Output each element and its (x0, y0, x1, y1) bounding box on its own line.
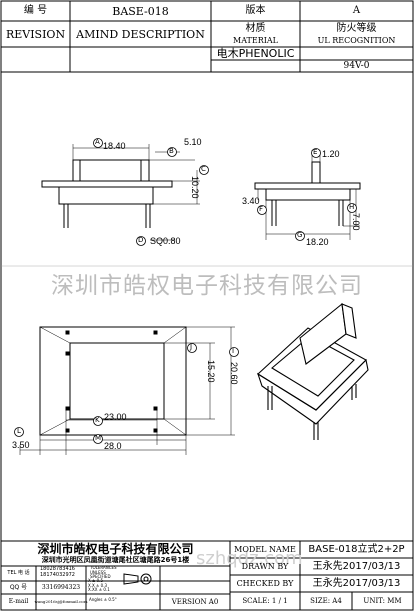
tolerance-line-1: TOLERANCES (90, 565, 117, 570)
dim-letter-d: D (138, 236, 144, 244)
company-address: 深圳市光明区凤凰街道塘尾社区塘尾路26号1楼 (41, 556, 190, 564)
model-name-label: MODEL NAME (234, 544, 296, 554)
dim-letter-l: L (17, 427, 21, 435)
dim-b-value: 5.10 (184, 137, 202, 147)
dim-letter-c: C (201, 165, 206, 173)
dim-letter-h: H (349, 203, 355, 211)
tel-label: TEL 电 话 (7, 570, 30, 576)
dim-letter-i: I (232, 347, 235, 355)
tolerance-values: X ± 0.5 X.X ± 0.3 X.XX ± 0.1 (88, 578, 110, 593)
version-label: 版本 (245, 5, 266, 16)
unit-label: UNIT: MM (363, 596, 402, 605)
checked-by-value: 王永先2017/03/13 (312, 577, 401, 589)
code-label: 编 号 (23, 5, 48, 16)
scale-label: SCALE: 1 / 1 (242, 596, 288, 605)
watermark-url: szhqdz.com (196, 548, 303, 569)
dim-c-value: 10.20 (190, 176, 200, 199)
dim-a-value: 18.40 (103, 141, 126, 151)
email-label: E-mail (8, 598, 29, 605)
drawn-by-label: DRAWN BY (241, 561, 289, 571)
title-block-lines (1, 540, 413, 610)
dim-letter-m: M (95, 434, 102, 442)
checked-by-label: CHECKED BY (236, 578, 294, 588)
dim-letter-f: F (259, 205, 264, 213)
revision-label: REVISION (5, 27, 66, 41)
version-a0-label: VERSION A0 (171, 597, 219, 606)
drawn-by-value: 王永先2017/03/13 (312, 560, 401, 572)
code-value: BASE-018 (112, 4, 169, 18)
tolerance-value-2: X.X ± 0.3 (88, 582, 108, 588)
material-value: 电木PHENOLIC (216, 47, 295, 60)
isometric-view (256, 302, 369, 440)
dim-e-value: 1.20 (322, 149, 340, 159)
dim-d-value: SQ0.80 (150, 236, 181, 246)
tolerance-line-3: SPECIFIED (90, 574, 111, 580)
dim-j-value: 15.20 (206, 360, 216, 383)
material-en-label: MATERIAL (233, 36, 278, 45)
amind-label: AMIND DESCRIPTION (76, 27, 205, 41)
model-name-value: BASE-018立式2+2P (308, 543, 405, 555)
fire-en-label: UL RECOGNITION (317, 36, 396, 45)
tel-values: 18028783416 18174032972 (40, 566, 75, 579)
dim-letter-g: G (297, 231, 303, 239)
dim-i-value: 20.60 (229, 362, 239, 385)
dim-letter-a: A (95, 138, 100, 146)
front-view (41, 144, 200, 241)
dim-m-value: 28.0 (104, 441, 122, 451)
tolerance-angles: Angles ± 0.5° (89, 597, 117, 602)
qq-label: QQ 号 (9, 583, 28, 591)
tolerance-line-2: UNLESS (90, 569, 106, 575)
dim-letter-k: K (95, 416, 100, 424)
drawing-frame (0, 71, 414, 611)
dim-letter-j: J (190, 343, 193, 351)
version-value: A (352, 5, 361, 16)
fire-value: 94V-0 (343, 60, 370, 71)
dim-k-value: 23.00 (104, 412, 127, 422)
tolerance-value-3: X.XX ± 0.1 (88, 587, 110, 593)
email-value: wang2016sj@foxmail.com (34, 599, 88, 604)
tel-value-2: 18174032972 (40, 571, 75, 578)
dim-g-value: 18.20 (306, 237, 329, 247)
dim-letter-e: E (313, 148, 318, 156)
dim-l-value: 3.50 (12, 440, 30, 450)
tel-value-1: 18028783416 (40, 566, 75, 572)
tolerance-header: TOLERANCES UNLESS SPECIFIED (90, 565, 117, 580)
dim-letter-b: B (169, 147, 174, 155)
watermark-text: 深圳市皓权电子科技有限公司 (51, 273, 363, 299)
material-cn-label: 材质 (245, 23, 266, 34)
tolerance-value-1: X ± 0.5 (88, 578, 103, 583)
company-name: 深圳市皓权电子科技有限公司 (37, 541, 194, 556)
dim-f-value: 3.40 (242, 196, 260, 206)
side-view (254, 150, 361, 240)
fire-cn-label: 防火等级 (336, 23, 377, 34)
size-label: SIZE: A4 (310, 596, 342, 605)
dim-h-value: 7.00 (351, 213, 361, 231)
qq-value: 3316994323 (41, 583, 81, 591)
top-view (19, 326, 235, 455)
